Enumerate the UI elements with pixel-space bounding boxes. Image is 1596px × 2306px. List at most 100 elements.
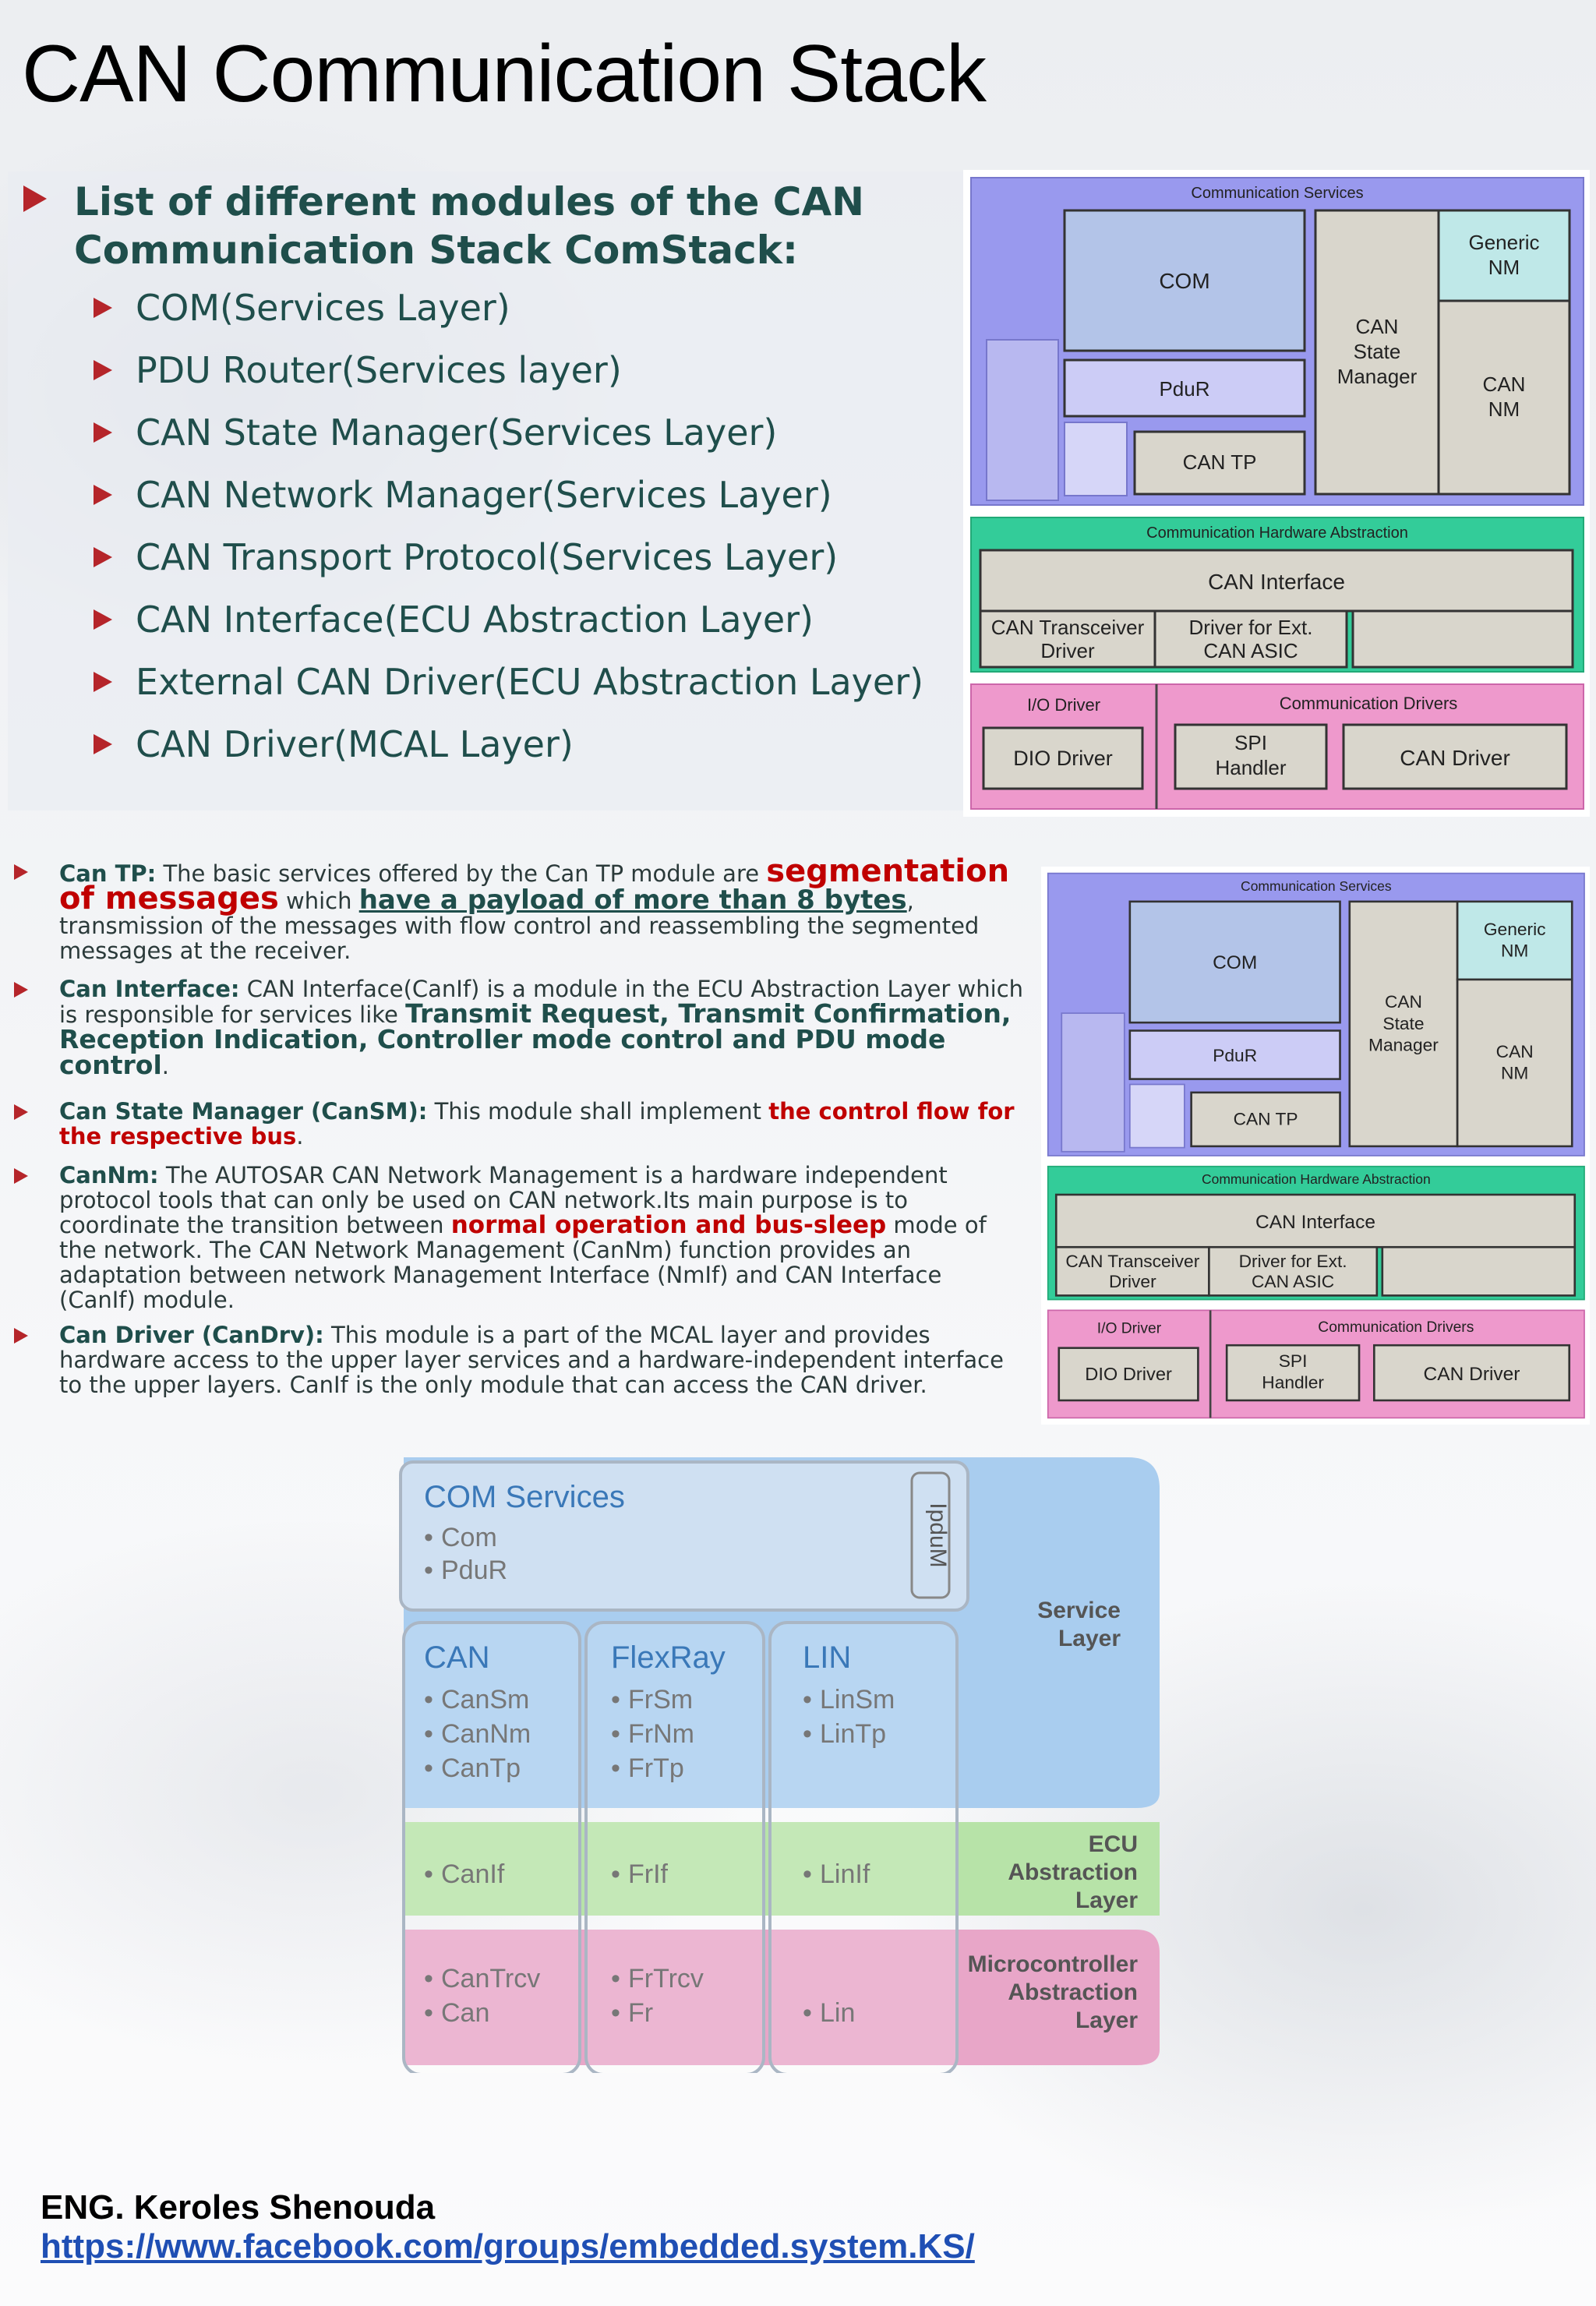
can-state-manager-label-2: State (1354, 340, 1401, 363)
svg-text:•: • (424, 1556, 433, 1585)
svg-text:Manager: Manager (1368, 1036, 1439, 1055)
pdur-item: PduR (441, 1556, 507, 1585)
service-layer-label-1: Service (1037, 1598, 1121, 1623)
svg-text:CAN Interface: CAN Interface (1255, 1212, 1375, 1233)
com-item: Com (441, 1523, 497, 1552)
heading-line-2: Communication Stack ComStack: (74, 228, 798, 273)
svg-text:•: • (803, 1685, 812, 1714)
communication-drivers-label: Communication Drivers (1280, 694, 1458, 713)
bullet-arrow-icon (94, 547, 112, 567)
svg-text:•: • (424, 1719, 433, 1749)
bullet-arrow-icon (14, 982, 28, 998)
bullet-arrow-icon (94, 734, 112, 754)
author-name: ENG. Keroles Shenouda (41, 2188, 436, 2227)
can-transceiver-label-1: CAN Transceiver (991, 616, 1145, 639)
svg-text:FrTrcv: FrTrcv (628, 1964, 704, 1993)
bullet-arrow-icon (94, 422, 112, 443)
facebook-group-link[interactable]: https://www.facebook.com/groups/embedded… (41, 2227, 975, 2265)
flexray-column-title: FlexRay (611, 1640, 726, 1675)
cantp-label: CAN TP (1183, 450, 1257, 474)
svg-text:•: • (611, 1859, 620, 1889)
bullet-arrow-icon (94, 672, 112, 692)
svg-text:CanTrcv: CanTrcv (441, 1964, 540, 1993)
svg-text:•: • (424, 1998, 433, 2028)
driver-ext-label-2: CAN ASIC (1203, 639, 1298, 662)
svg-text:Communication Hardware Abstrac: Communication Hardware Abstraction (1202, 1171, 1431, 1187)
can-interface-label: CAN Interface (1208, 570, 1345, 594)
desc-cansm: Can State Manager (CanSM): This module s… (14, 1099, 1027, 1153)
can-nm-label-2: NM (1488, 397, 1520, 421)
lin-mcal-item: Lin (820, 1998, 855, 2028)
svg-text:•: • (424, 1685, 433, 1714)
desc-cannm: CanNm: The AUTOSAR CAN Network Managemen… (14, 1163, 1027, 1312)
heading-line-1: List of different modules of the CAN (74, 179, 865, 224)
svg-text:•: • (611, 1685, 620, 1714)
svg-text:•: • (803, 1859, 812, 1889)
ipdum-label: IpduM (925, 1503, 951, 1567)
svg-text:CAN Driver: CAN Driver (1424, 1364, 1520, 1385)
svg-text:CanSm: CanSm (441, 1685, 529, 1714)
svg-text:CanTp: CanTp (441, 1753, 521, 1783)
svg-text:•: • (803, 1998, 812, 2028)
desc-candrv: Can Driver (CanDrv): This module is a pa… (14, 1323, 1027, 1400)
svg-text:I/O Driver: I/O Driver (1097, 1321, 1162, 1337)
svg-text:Can: Can (441, 1998, 489, 2028)
svg-text:Communication Drivers: Communication Drivers (1318, 1319, 1474, 1336)
spi-handler-label-1: SPI (1234, 731, 1267, 754)
svg-text:Communication Services: Communication Services (1241, 878, 1392, 894)
svg-text:LinTp: LinTp (820, 1719, 886, 1749)
svg-text:DIO Driver: DIO Driver (1085, 1364, 1172, 1384)
can-driver-label: CAN Driver (1400, 746, 1510, 770)
svg-text:CAN ASIC: CAN ASIC (1252, 1272, 1334, 1291)
bullet-arrow-icon (94, 485, 112, 505)
bullet-arrow-icon (14, 864, 28, 880)
svg-text:NM: NM (1501, 1064, 1528, 1083)
bullet-arrow-icon (14, 1104, 28, 1120)
bullet-arrow-icon (94, 609, 112, 630)
desc-cantp: Can TP: The basic services offered by th… (14, 856, 1027, 963)
svg-text:NM: NM (1501, 941, 1528, 961)
com-services-title: COM Services (424, 1480, 625, 1514)
svg-text:•: • (424, 1964, 433, 1993)
svg-text:•: • (424, 1523, 433, 1552)
desc-canif: Can Interface: CAN Interface(CanIf) is a… (14, 976, 1027, 1086)
linif-item: LinIf (820, 1859, 870, 1889)
io-driver-label: I/O Driver (1027, 695, 1100, 715)
svg-text:Driver for Ext.: Driver for Ext. (1239, 1252, 1347, 1271)
svg-text:•: • (803, 1719, 812, 1749)
svg-text:•: • (611, 1998, 620, 2028)
pdur-label: PduR (1159, 377, 1209, 401)
stack-diagram-small: Communication Services COM PduR CAN TP C… (1041, 867, 1590, 1425)
can-column-title: CAN (424, 1640, 489, 1675)
svg-text:•: • (611, 1753, 620, 1783)
svg-text:State: State (1382, 1014, 1424, 1033)
layer-diagram: COM Services • Com • PduR IpduM CAN • Can… (399, 1457, 1160, 2073)
svg-text:FrNm: FrNm (628, 1719, 694, 1749)
driver-ext-label-1: Driver for Ext. (1189, 616, 1313, 639)
com-label: COM (1159, 269, 1209, 293)
can-state-manager-label-3: Manager (1337, 365, 1418, 388)
canif-item: CanIf (441, 1859, 505, 1889)
svg-text:FrSm: FrSm (628, 1685, 693, 1714)
svg-text:Driver: Driver (1109, 1272, 1156, 1291)
svg-text:COM: COM (1213, 952, 1257, 973)
modules-list-heading: List of different modules of the CAN Com… (74, 178, 931, 274)
svg-text:PduR: PduR (1213, 1046, 1257, 1065)
stack-diagram-large: Communication Services COM PduR CAN TP C… (963, 170, 1590, 817)
svg-text:CAN TP: CAN TP (1234, 1109, 1298, 1128)
dio-driver-label: DIO Driver (1013, 747, 1113, 770)
generic-nm-label-1: Generic (1468, 231, 1539, 254)
svg-text:Handler: Handler (1262, 1373, 1324, 1393)
generic-nm-label-2: NM (1488, 256, 1520, 279)
svg-text:SPI: SPI (1279, 1351, 1308, 1371)
svg-text:LinSm: LinSm (820, 1685, 895, 1714)
can-state-manager-label-1: CAN (1356, 315, 1399, 338)
svg-text:•: • (424, 1859, 433, 1889)
svg-text:•: • (611, 1719, 620, 1749)
communication-services-label: Communication Services (1191, 185, 1363, 202)
svg-text:•: • (424, 1753, 433, 1783)
can-transceiver-label-2: Driver (1040, 639, 1095, 662)
svg-text:Microcontroller: Microcontroller (968, 1951, 1139, 1977)
page-title: CAN Communication Stack (22, 29, 987, 119)
spi-handler-label-2: Handler (1215, 756, 1286, 779)
